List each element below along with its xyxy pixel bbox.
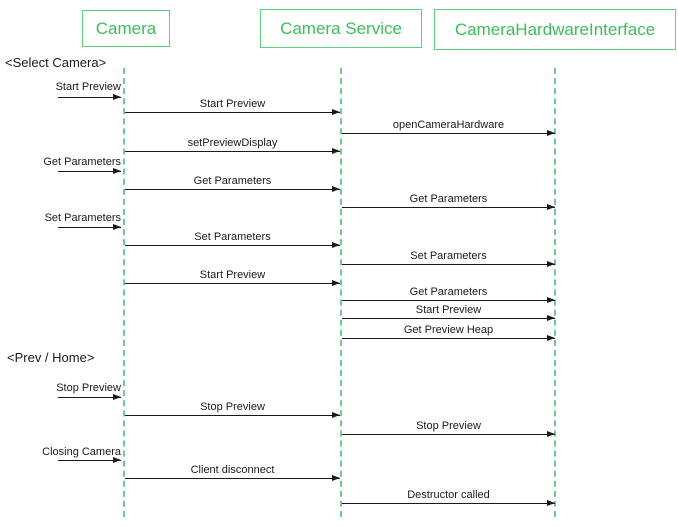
external-signal-arrow-stop-preview [58, 394, 121, 400]
msg-label-service-hw-stop-preview: Stop Preview [416, 420, 481, 432]
participant-label-camera: Camera [95, 18, 157, 38]
external-signal-label-closing-camera: Closing Camera [42, 446, 121, 458]
phase-label-prev-home: <Prev / Home> [7, 350, 95, 365]
msg-arrow-service-hw-get-preview-heap [342, 335, 555, 341]
phase-label-select-camera: <Select Camera> [5, 55, 107, 70]
msg-arrow-camera-service-start-preview-1 [125, 109, 340, 115]
participant-box-camera-hardware-interface: CameraHardwareInterface [434, 9, 676, 50]
external-signal-arrow-closing-camera [58, 457, 121, 463]
msg-arrow-service-hw-get-parameters-1 [342, 204, 555, 210]
msg-label-camera-service-start-preview-2: Start Preview [199, 269, 266, 281]
msg-label-service-hw-start-preview: Start Preview [415, 304, 482, 316]
external-signal-arrow-set-parameters [58, 224, 121, 230]
msg-label-camera-service-set-parameters: Set Parameters [194, 231, 271, 243]
external-signal-label-set-parameters: Set Parameters [44, 212, 121, 224]
msg-arrow-camera-service-get-parameters [125, 186, 340, 192]
msg-arrow-service-hw-get-parameters-2 [342, 297, 555, 303]
participant-label-camera-service: Camera Service [280, 18, 402, 38]
msg-arrow-camera-service-start-preview-2 [125, 280, 340, 286]
msg-arrow-service-hw-destructor-called [342, 500, 555, 506]
msg-arrow-camera-service-setpreviewdisplay [125, 148, 340, 154]
msg-arrow-camera-service-set-parameters [125, 242, 340, 248]
lifeline-camera-hardware-interface [554, 68, 556, 517]
msg-label-service-hw-get-preview-heap: Get Preview Heap [403, 324, 494, 336]
msg-label-service-hw-get-parameters-2: Get Parameters [409, 286, 488, 298]
msg-arrow-camera-service-client-disconnect [125, 475, 340, 481]
msg-arrow-service-hw-opencamerahardware [342, 130, 555, 136]
lifeline-camera-service [340, 68, 342, 517]
msg-arrow-camera-service-stop-preview [125, 412, 340, 418]
lifeline-camera [123, 68, 125, 517]
msg-label-service-hw-get-parameters-1: Get Parameters [409, 193, 488, 205]
msg-label-camera-service-get-parameters: Get Parameters [193, 175, 272, 187]
participant-box-camera: Camera [82, 10, 170, 47]
participant-box-camera-service: Camera Service [260, 9, 422, 48]
external-signal-label-stop-preview: Stop Preview [56, 382, 121, 394]
msg-label-service-hw-destructor-called: Destructor called [407, 489, 490, 501]
msg-label-service-hw-set-parameters: Set Parameters [410, 250, 487, 262]
msg-label-camera-service-setpreviewdisplay: setPreviewDisplay [187, 137, 278, 149]
msg-label-camera-service-client-disconnect: Client disconnect [190, 464, 275, 476]
external-signal-arrow-get-parameters [58, 168, 121, 174]
msg-label-service-hw-opencamerahardware: openCameraHardware [392, 119, 505, 131]
external-signal-label-get-parameters: Get Parameters [43, 156, 121, 168]
msg-arrow-service-hw-start-preview [342, 315, 555, 321]
external-signal-arrow-start-preview [58, 94, 121, 100]
participant-label-camera-hardware-interface: CameraHardwareInterface [454, 19, 656, 39]
external-signal-label-start-preview: Start Preview [55, 81, 121, 93]
msg-arrow-service-hw-set-parameters [342, 261, 555, 267]
msg-label-camera-service-start-preview-1: Start Preview [199, 98, 266, 110]
msg-arrow-service-hw-stop-preview [342, 431, 555, 437]
msg-label-camera-service-stop-preview: Stop Preview [200, 401, 265, 413]
